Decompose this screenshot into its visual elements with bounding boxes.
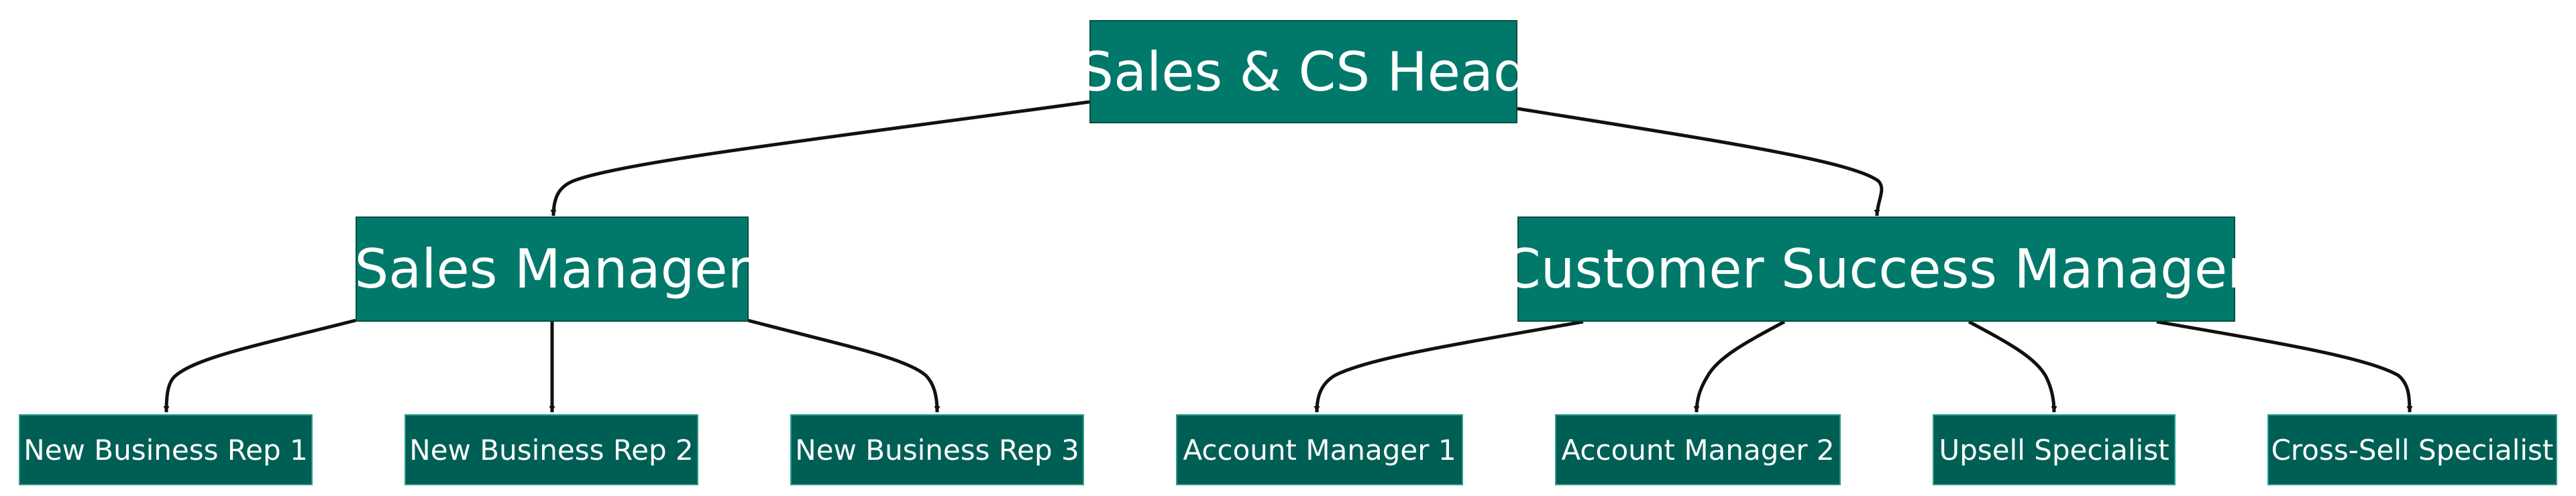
- node-label: Account Manager 1: [1183, 433, 1456, 467]
- node-label: Sales Manager: [354, 238, 750, 300]
- node-label: New Business Rep 2: [409, 433, 694, 467]
- edge-root-to-sales-manager: [550, 100, 1090, 216]
- node-label: New Business Rep 3: [795, 433, 1079, 467]
- node-new-business-rep-1: New Business Rep 1: [19, 414, 313, 485]
- node-label: Account Manager 2: [1561, 433, 1835, 467]
- node-label: Cross-Sell Specialist: [2271, 433, 2554, 467]
- node-label: Sales & CS Head: [1079, 40, 1527, 103]
- node-new-business-rep-3: New Business Rep 3: [790, 414, 1084, 485]
- edge-sales-manager-to-rep-3: [747, 318, 941, 413]
- edge-cs-manager-to-upsell-specialist: [1968, 320, 2057, 413]
- node-sales-cs-head: Sales & CS Head: [1079, 20, 1527, 123]
- node-account-manager-2: Account Manager 2: [1555, 414, 1841, 485]
- node-label: Customer Success Manager: [1503, 238, 2250, 300]
- node-upsell-specialist: Upsell Specialist: [1933, 414, 2176, 485]
- node-customer-success-manager: Customer Success Manager: [1503, 216, 2249, 322]
- edge-cs-manager-to-cross-sell-specialist: [2156, 320, 2413, 413]
- edge-root-to-cs-manager: [1517, 107, 1884, 216]
- node-new-business-rep-2: New Business Rep 2: [405, 414, 698, 485]
- node-label: New Business Rep 1: [23, 433, 308, 467]
- node-cross-sell-specialist: Cross-Sell Specialist: [2267, 414, 2557, 485]
- node-label: Upsell Specialist: [1939, 433, 2169, 467]
- node-sales-manager: Sales Manager: [354, 216, 750, 322]
- edge-sales-manager-to-rep-1: [163, 318, 356, 413]
- edge-cs-manager-to-account-manager-1: [1313, 320, 1584, 413]
- edge-cs-manager-to-account-manager-2: [1693, 320, 1786, 413]
- node-account-manager-1: Account Manager 1: [1176, 414, 1463, 485]
